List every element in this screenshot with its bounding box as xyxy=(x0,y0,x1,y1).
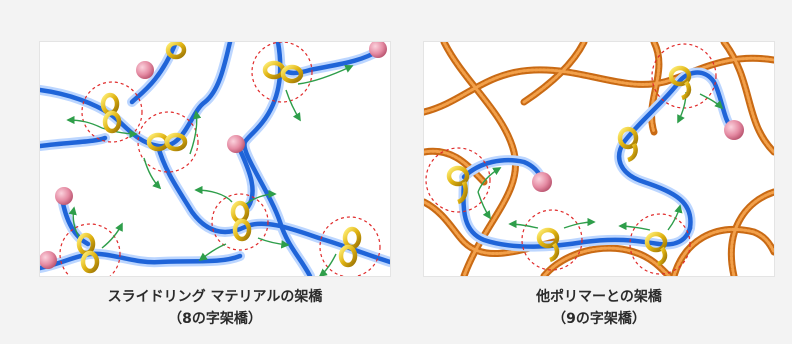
left-caption-title: スライドリング マテリアルの架橋 xyxy=(107,289,323,305)
arrow xyxy=(198,243,227,262)
arrow xyxy=(68,206,81,239)
crosslink-zone xyxy=(629,213,691,275)
figure9-rings xyxy=(446,65,692,267)
figure8-ring xyxy=(165,42,187,60)
other-polymer-diagram xyxy=(424,42,774,276)
slide-chain xyxy=(242,42,313,276)
end-cap xyxy=(136,61,154,79)
end-cap xyxy=(369,42,387,58)
arrow xyxy=(699,93,724,110)
motion-arrows xyxy=(477,91,724,231)
left-caption: スライドリング マテリアルの架橋 （8の字架橋） xyxy=(40,286,390,330)
slide-chain-layer xyxy=(461,70,735,249)
slide-chain xyxy=(155,143,390,265)
arrow xyxy=(477,167,502,193)
arrow xyxy=(194,185,233,203)
figure8-ring xyxy=(262,60,304,84)
slide-chain xyxy=(40,135,108,149)
arrow xyxy=(563,217,596,229)
crosslink-zone xyxy=(319,216,381,276)
figure8-ring xyxy=(230,200,252,242)
slide-chain xyxy=(617,70,735,231)
figure8-ring xyxy=(100,92,122,134)
other-polymer-illustration xyxy=(424,42,774,276)
motion-arrows xyxy=(66,65,354,276)
crosslink-zone xyxy=(211,193,269,251)
figure9-ring xyxy=(668,65,692,101)
slide-chain xyxy=(129,42,179,105)
arrow xyxy=(189,110,202,155)
figure9-ring xyxy=(644,231,668,267)
figure8-ring xyxy=(338,226,362,268)
arrow xyxy=(143,157,162,190)
end-cap xyxy=(724,120,744,140)
figure8-ring xyxy=(76,232,100,274)
arrow xyxy=(285,89,301,122)
figure8-ring xyxy=(146,132,188,152)
crosslink-zone xyxy=(521,209,583,271)
figure8-rings xyxy=(76,42,362,274)
crosslink-zone xyxy=(59,223,121,276)
arrow xyxy=(66,115,103,129)
arrow xyxy=(508,219,539,229)
crosslink-circles xyxy=(59,42,381,276)
crosslink-zone xyxy=(137,111,199,173)
end-caps xyxy=(532,120,744,192)
crosslink-zone xyxy=(251,42,313,103)
right-caption-subtitle: （9の字架橋） xyxy=(552,311,646,327)
left-caption-subtitle: （8の字架橋） xyxy=(168,311,262,327)
arrow xyxy=(297,65,354,85)
figure9-ring xyxy=(536,227,560,263)
slide-ring-illustration xyxy=(40,42,390,276)
arrow xyxy=(257,237,290,249)
figure9-ring xyxy=(446,165,470,205)
slide-chain xyxy=(237,147,255,210)
slide-ring-diagram xyxy=(40,42,390,276)
right-caption: 他ポリマーとの架橋 （9の字架橋） xyxy=(424,286,774,330)
end-cap xyxy=(55,187,73,205)
end-cap xyxy=(532,172,552,192)
end-caps xyxy=(40,42,387,269)
slide-chain xyxy=(461,179,693,249)
slide-chain xyxy=(40,251,243,271)
arrow xyxy=(667,204,683,231)
crosslink-zone xyxy=(81,81,143,143)
arrow xyxy=(318,253,337,276)
arrow xyxy=(477,191,491,220)
end-cap xyxy=(227,135,245,153)
crosslink-zone xyxy=(425,147,491,213)
arrow xyxy=(245,189,277,205)
figure9-ring xyxy=(617,126,639,163)
arrow xyxy=(618,221,651,231)
right-caption-title: 他ポリマーとの架橋 xyxy=(536,289,662,305)
polymer-chains xyxy=(424,42,774,276)
arrow xyxy=(101,222,123,249)
end-cap xyxy=(40,251,57,269)
